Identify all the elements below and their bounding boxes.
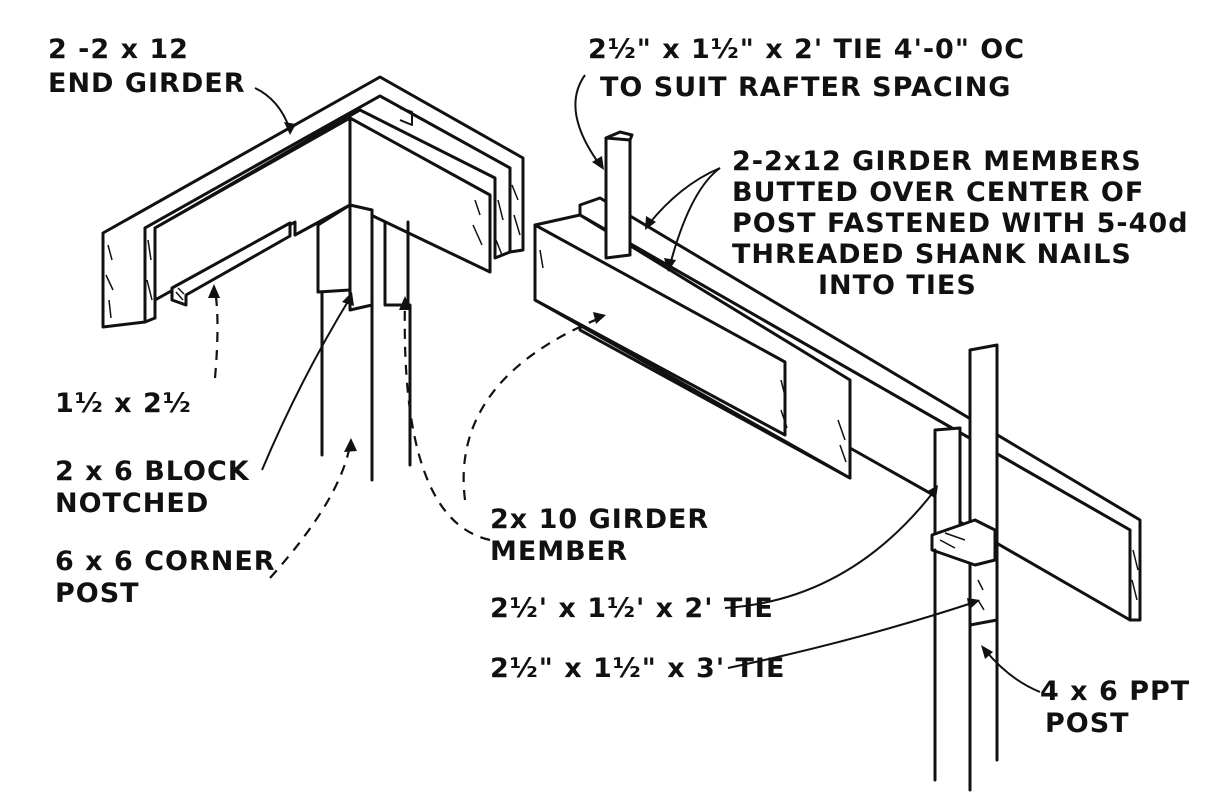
leader-lines [208,74,1041,693]
ppt-post-line1: 4 x 6 PPT [1040,676,1190,707]
tie-top-line2: TO SUIT RAFTER SPACING [600,72,1011,103]
leader-2x10 [462,316,601,501]
corner-post-line2: POST [55,578,140,609]
label-end-girder: 2 -2 x 12 END GIRDER [48,34,246,99]
block-end-grain [175,287,185,301]
leader-notched-block [261,297,351,471]
end-girder-side-face [348,116,492,274]
label-2x10: 2x 10 GIRDER MEMBER [490,504,709,567]
nailing-block [170,221,292,307]
block-notched-line2: NOTCHED [55,488,209,519]
leader-corner-post [269,444,352,579]
arrow-notched-block [342,292,354,306]
tie-2ft-lower [933,426,962,544]
girder-members-assembly [533,130,1142,792]
girder-2x10-line1: 2x 10 GIRDER [490,504,709,535]
label-corner-post: 6 x 6 CORNER POST [55,546,276,609]
tie-top-line1: 2½" x 1½" x 2' TIE 4'-0" OC [588,34,1025,65]
arrow-girder-members-1 [645,216,656,230]
arrow-tie-3ft [967,598,980,610]
girder-members-line5: INTO TIES [818,270,977,301]
arrow-2x10 [593,312,606,324]
arrow-2x10-corner [399,296,411,310]
arrow-end-girder [284,122,296,135]
corner-post-notch [383,220,410,307]
tie-3ft [968,343,999,627]
label-tie-top: 2½" x 1½" x 2' TIE 4'-0" OC TO SUIT RAFT… [588,34,1025,103]
leader-tie-2ft [724,489,936,609]
top-tie-2ft [604,133,632,260]
arrow-block-size [208,284,220,298]
leader-end-girder [254,87,291,131]
end-girder-line1: 2 -2 x 12 [48,34,189,65]
leader-ppt-post [984,649,1041,693]
label-block-notched: 2 x 6 BLOCK NOTCHED [55,456,250,519]
end-girder-middle-board [143,94,512,324]
arrow-top-tie [592,156,604,170]
girder-members-line3: POST FASTENED WITH 5-40d [732,208,1189,239]
leader-top-tie [574,74,601,166]
end-girder-assembly [101,75,525,482]
leader-tie-3ft [727,601,976,669]
corner-post-line1: 6 x 6 CORNER [55,546,276,577]
block-notched-line1: 2 x 6 BLOCK [55,456,250,487]
label-tie-3ft: 2½" x 1½" x 3' TIE [490,653,785,684]
label-ppt-post: 4 x 6 PPT POST [1040,676,1190,739]
girder-2x10-line2: MEMBER [490,536,628,567]
leader-2x10-from-corner [403,299,491,542]
girder-members-line2: BUTTED OVER CENTER OF [732,177,1144,208]
girder-2x10-front [533,223,787,437]
corner-post-top [399,107,413,126]
girder-members-line4: THREADED SHANK NAILS [732,239,1132,270]
notched-block-side [348,203,374,312]
top-tie-end [604,130,634,142]
girder-end-grain [539,249,1139,601]
ppt-post-top [930,518,997,567]
arrow-corner-post [344,438,357,452]
arrow-ppt-post [981,645,993,659]
ppt-post-line2: POST [1045,708,1130,739]
label-tie-2ft: 2½' x 1½' x 2' TIE [490,593,774,624]
girder-members-line1: 2-2x12 GIRDER MEMBERS [732,146,1142,177]
end-grain-hatch [105,184,521,319]
leader-block-size [213,289,219,379]
end-girder-line2: END GIRDER [48,68,246,99]
post-end-grain [939,532,985,611]
leader-girder-members-2 [669,167,721,266]
arrow-girder-members-2 [664,258,676,272]
label-girder-members: 2-2x12 GIRDER MEMBERS BUTTED OVER CENTER… [732,146,1189,301]
arrow-tie-2ft [926,485,938,499]
label-block-size: 1½ x 2½ [55,388,192,419]
leader-girder-members-1 [647,167,721,226]
